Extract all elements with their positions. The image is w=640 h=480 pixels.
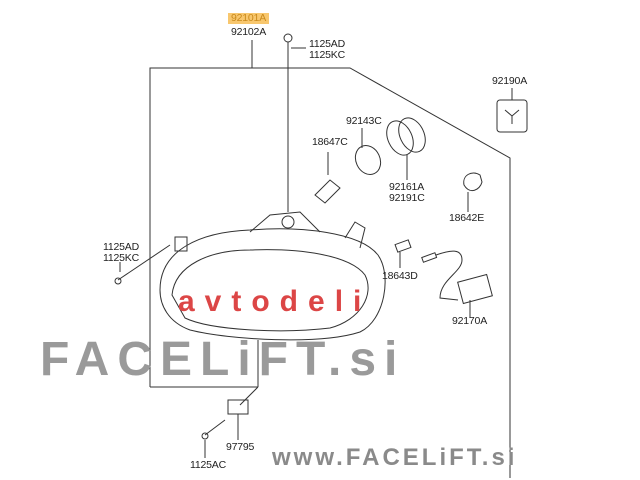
part-label-1125ac[interactable]: 1125AC xyxy=(190,459,226,471)
wiring-harness-icon xyxy=(421,250,493,318)
part-label-92190a[interactable]: 92190A xyxy=(492,75,528,87)
bulb-18643d-icon xyxy=(394,239,412,268)
headlamp-housing xyxy=(159,211,386,341)
screw-icon xyxy=(283,33,306,212)
part-label-92170a[interactable]: 92170A xyxy=(452,315,488,327)
packing-ring-icon xyxy=(354,144,382,176)
part-label-97795[interactable]: 97795 xyxy=(226,441,255,453)
bracket-icon xyxy=(201,399,249,458)
part-label-92102a[interactable]: 92102A xyxy=(231,26,267,38)
bulb-18642e-icon xyxy=(463,172,483,212)
part-label-92143c[interactable]: 92143C xyxy=(346,115,382,127)
part-label-92101a[interactable]: 92101A xyxy=(228,13,270,24)
part-label-18642e[interactable]: 18642E xyxy=(449,212,485,224)
cover-icon xyxy=(496,88,528,133)
part-label-1125ad-top[interactable]: 1125AD xyxy=(309,38,345,50)
screw-icon xyxy=(114,244,171,285)
assembly-frame xyxy=(149,67,511,478)
part-label-1125ad-left[interactable]: 1125AD xyxy=(103,241,139,253)
part-label-92191c[interactable]: 92191C xyxy=(389,192,425,204)
part-label-92161a[interactable]: 92161A xyxy=(389,181,425,193)
part-label-1125kc-top[interactable]: 1125KC xyxy=(309,49,345,61)
part-label-1125kc-left[interactable]: 1125KC xyxy=(103,252,139,264)
part-label-18643d[interactable]: 18643D xyxy=(382,270,418,282)
bulb-18647c-icon xyxy=(314,152,341,204)
cap-icon xyxy=(386,117,426,180)
part-label-18647c[interactable]: 18647C xyxy=(312,136,348,148)
